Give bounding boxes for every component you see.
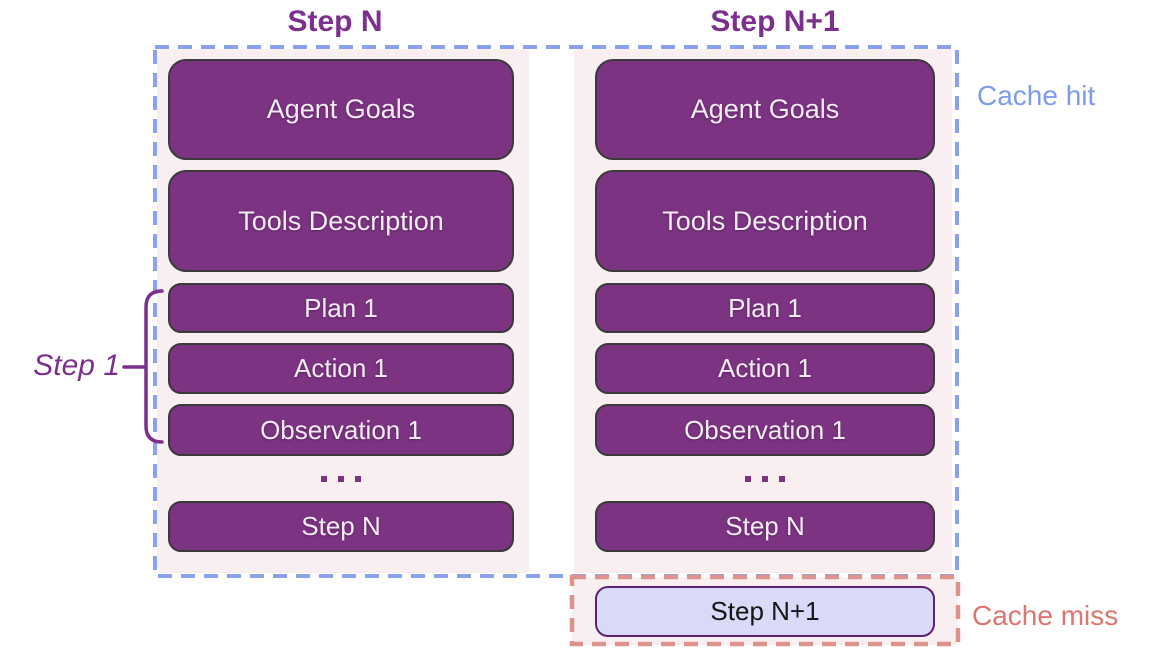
cache-hit-label: Cache hit [977, 80, 1096, 111]
ellipsis-dot [355, 476, 361, 482]
step-1-label: Step 1 [33, 349, 120, 382]
box-observation-1: Observation 1 [168, 404, 514, 456]
cache-miss-label: Cache miss [972, 600, 1119, 631]
ellipsis [595, 472, 935, 486]
box-step-n-plus-1-new: Step N+1 [595, 586, 935, 637]
box-step-n: Step N [168, 501, 514, 552]
box-plan-1: Plan 1 [168, 283, 514, 333]
box-plan-1: Plan 1 [595, 283, 935, 333]
box-observation-1: Observation 1 [595, 404, 935, 456]
ellipsis-dot [321, 476, 327, 482]
box-tools-description: Tools Description [168, 170, 514, 272]
box-agent-goals: Agent Goals [595, 59, 935, 160]
ellipsis [168, 472, 514, 486]
box-action-1: Action 1 [168, 343, 514, 394]
column-title-step-n: Step N [287, 5, 383, 38]
column-title-step-n-plus-1: Step N+1 [710, 5, 840, 38]
box-tools-description: Tools Description [595, 170, 935, 272]
ellipsis-dot [779, 476, 785, 482]
ellipsis-dot [745, 476, 751, 482]
ellipsis-dot [338, 476, 344, 482]
box-step-n: Step N [595, 501, 935, 552]
ellipsis-dot [762, 476, 768, 482]
box-agent-goals: Agent Goals [168, 59, 514, 160]
box-action-1: Action 1 [595, 343, 935, 394]
